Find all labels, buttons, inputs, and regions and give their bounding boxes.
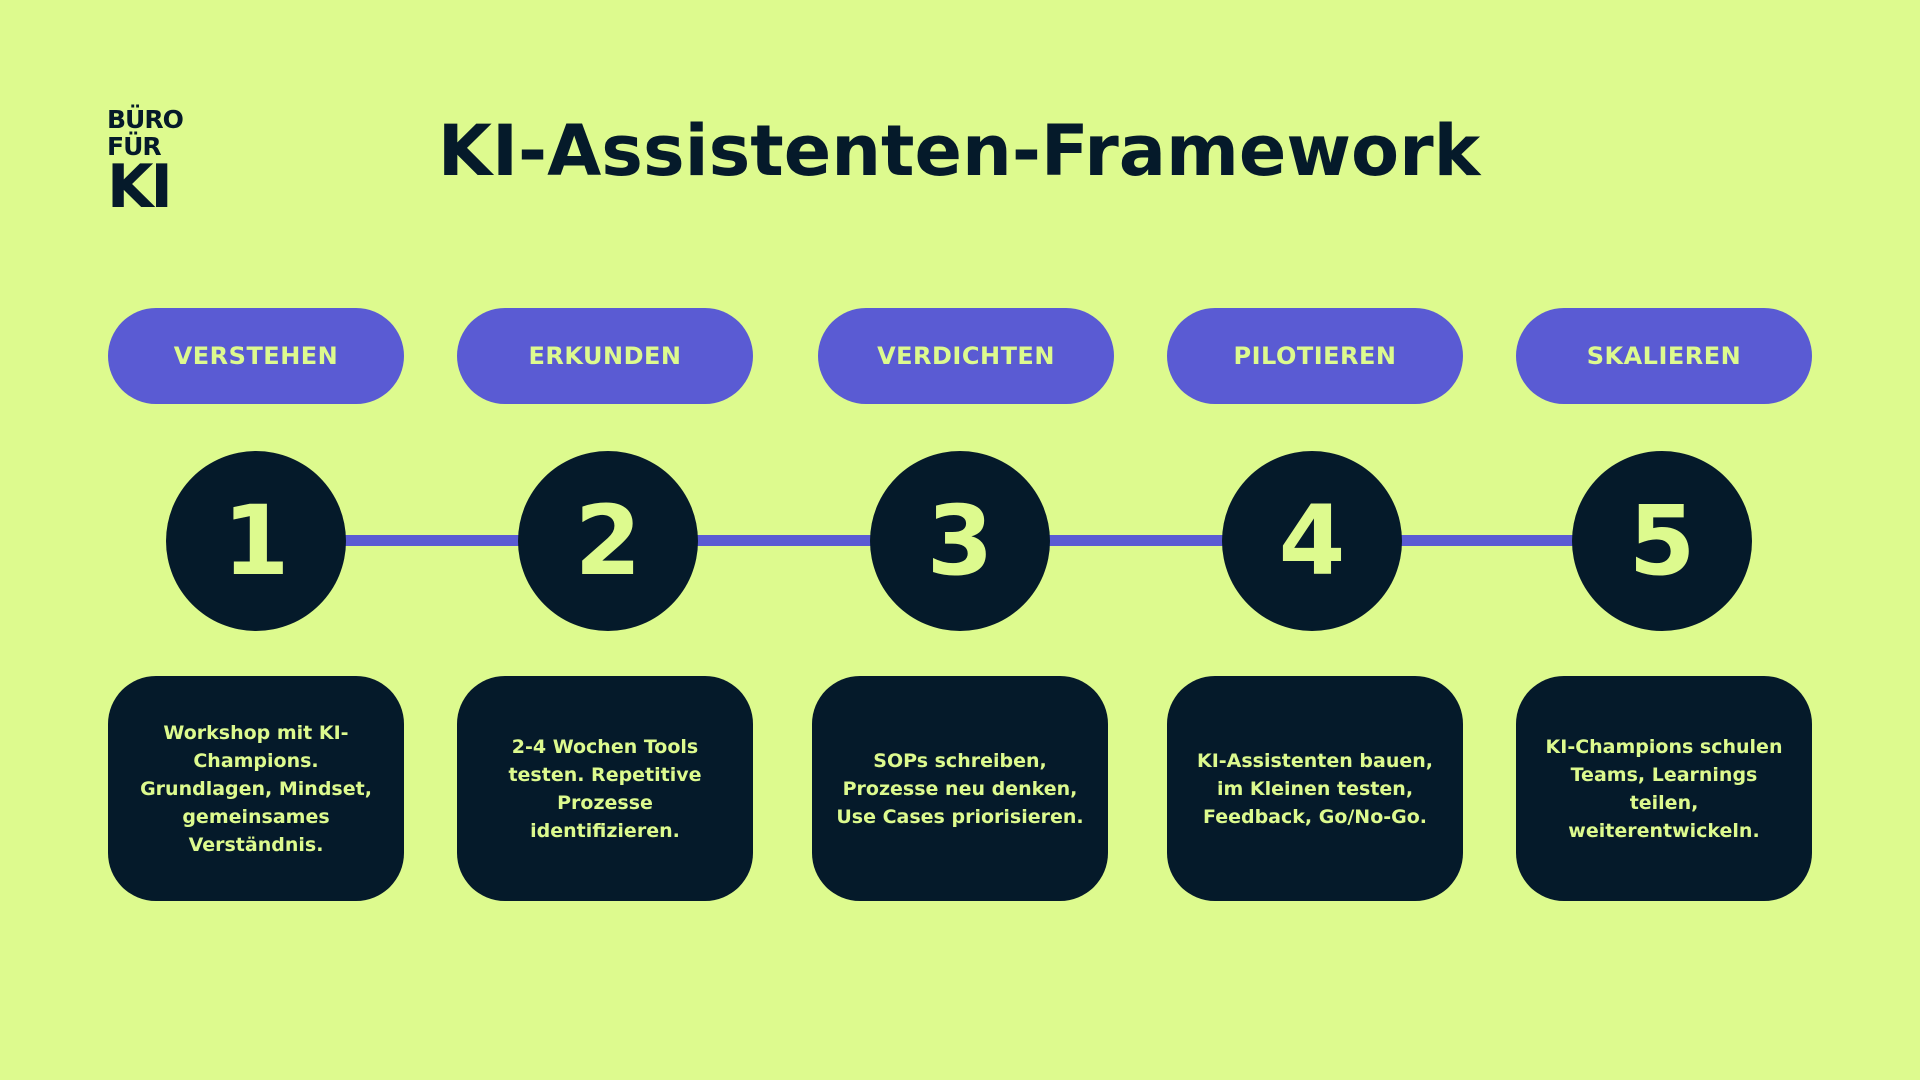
step-card-5: KI-Champions schulen Teams, Learnings te… — [1516, 676, 1812, 901]
phase-label-5: SKALIEREN — [1516, 308, 1812, 404]
step-description-2: 2-4 Wochen Tools testen. Repetitive Proz… — [508, 735, 702, 842]
logo-line-2: FÜR — [107, 132, 162, 161]
step-card-3: SOPs schreiben, Prozesse neu denken, Use… — [812, 676, 1108, 901]
step-description-4: KI-Assistenten bauen, im Kleinen testen,… — [1196, 749, 1433, 828]
phase-label-4: PILOTIEREN — [1167, 308, 1463, 404]
step-circle-2: 2 — [518, 451, 698, 631]
step-circle-4: 4 — [1222, 451, 1402, 631]
phase-label-1: VERSTEHEN — [108, 308, 404, 404]
step-card-2: 2-4 Wochen Tools testen. Repetitive Proz… — [457, 676, 753, 901]
step-description-5: KI-Champions schulen Teams, Learnings te… — [1545, 735, 1783, 842]
step-number-5: 5 — [1628, 485, 1696, 597]
phase-label-3: VERDICHTEN — [818, 308, 1114, 404]
step-description-1: Workshop mit KI-Champions. Grundlagen, M… — [140, 721, 372, 856]
logo-line-3: KI — [107, 152, 173, 222]
step-number-4: 4 — [1278, 485, 1346, 597]
logo-line-1: BÜRO — [107, 105, 184, 134]
step-circle-1: 1 — [166, 451, 346, 631]
logo: BÜRO FÜR KI — [107, 105, 187, 222]
step-card-1: Workshop mit KI-Champions. Grundlagen, M… — [108, 676, 404, 901]
page-title: KI-Assistenten-Framework — [437, 110, 1481, 192]
step-circle-5: 5 — [1572, 451, 1752, 631]
step-number-2: 2 — [574, 485, 642, 597]
step-circle-3: 3 — [870, 451, 1050, 631]
step-number-3: 3 — [926, 485, 994, 597]
step-number-1: 1 — [222, 485, 290, 597]
phase-label-2: ERKUNDEN — [457, 308, 753, 404]
step-description-3: SOPs schreiben, Prozesse neu denken, Use… — [836, 749, 1084, 828]
step-card-4: KI-Assistenten bauen, im Kleinen testen,… — [1167, 676, 1463, 901]
